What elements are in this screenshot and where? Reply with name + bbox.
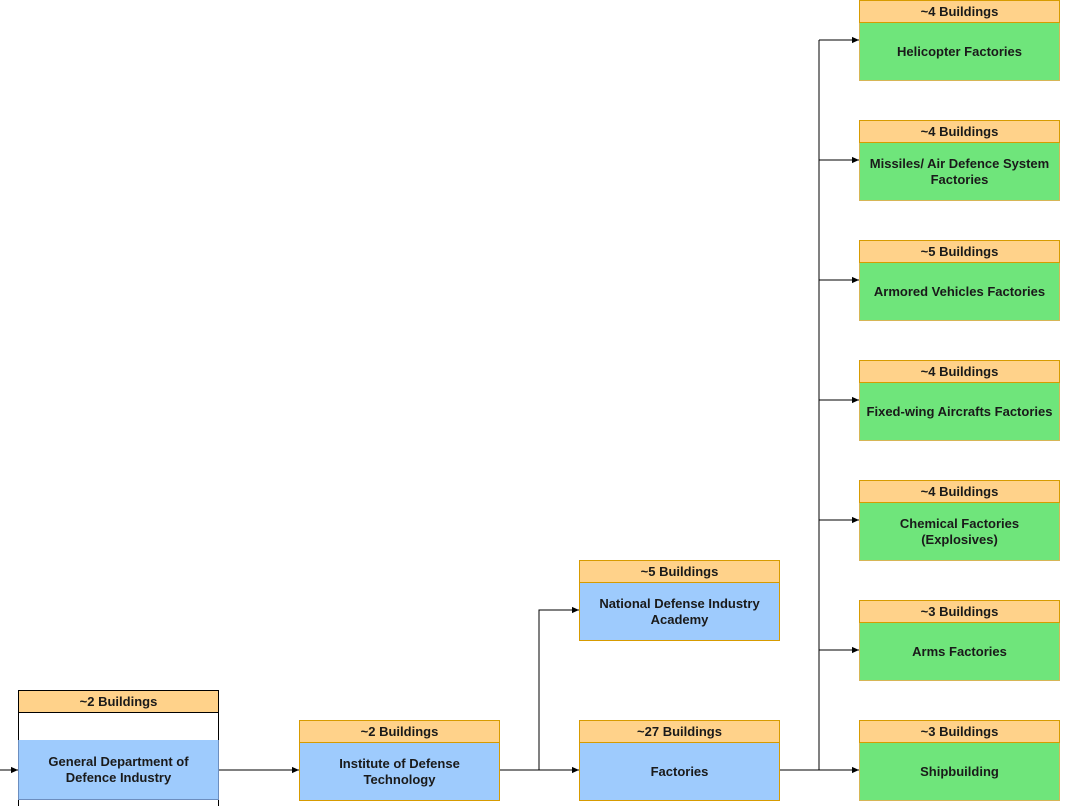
- node-chemical-factories[interactable]: ~4 Buildings Chemical Factories (Explosi…: [859, 480, 1060, 561]
- node-buildings-label: ~2 Buildings: [18, 690, 219, 713]
- node-national-defense-industry-academy[interactable]: ~5 Buildings National Defense Industry A…: [579, 560, 780, 641]
- node-missiles-air-defence-factories[interactable]: ~4 Buildings Missiles/ Air Defence Syste…: [859, 120, 1060, 201]
- node-armored-vehicles-factories[interactable]: ~5 Buildings Armored Vehicles Factories: [859, 240, 1060, 321]
- node-title: Helicopter Factories: [859, 23, 1060, 81]
- node-buildings-label: ~4 Buildings: [859, 120, 1060, 143]
- node-institute-defense-technology[interactable]: ~2 Buildings Institute of Defense Techno…: [299, 720, 500, 801]
- node-title: Armored Vehicles Factories: [859, 263, 1060, 321]
- node-buildings-label: ~4 Buildings: [859, 480, 1060, 503]
- node-title: Arms Factories: [859, 623, 1060, 681]
- node-title: General Department of Defence Industry: [18, 740, 219, 800]
- node-helicopter-factories[interactable]: ~4 Buildings Helicopter Factories: [859, 0, 1060, 81]
- node-title: Shipbuilding: [859, 743, 1060, 801]
- node-title: Institute of Defense Technology: [299, 743, 500, 801]
- node-buildings-label: ~5 Buildings: [859, 240, 1060, 263]
- node-buildings-label: ~4 Buildings: [859, 0, 1060, 23]
- node-buildings-label: ~3 Buildings: [859, 720, 1060, 743]
- node-buildings-label: ~2 Buildings: [299, 720, 500, 743]
- node-buildings-label: ~4 Buildings: [859, 360, 1060, 383]
- node-title: Chemical Factories (Explosives): [859, 503, 1060, 561]
- node-title: National Defense Industry Academy: [579, 583, 780, 641]
- node-spacer: [18, 800, 219, 806]
- node-arms-factories[interactable]: ~3 Buildings Arms Factories: [859, 600, 1060, 681]
- node-general-department[interactable]: ~2 Buildings General Department of Defen…: [18, 690, 219, 806]
- node-title: Fixed-wing Aircrafts Factories: [859, 383, 1060, 441]
- node-buildings-label: ~5 Buildings: [579, 560, 780, 583]
- node-buildings-label: ~27 Buildings: [579, 720, 780, 743]
- connector-idt-to-ndia: [538, 606, 579, 770]
- node-title: Factories: [579, 743, 780, 801]
- node-buildings-label: ~3 Buildings: [859, 600, 1060, 623]
- node-title: Missiles/ Air Defence System Factories: [859, 143, 1060, 201]
- node-shipbuilding[interactable]: ~3 Buildings Shipbuilding: [859, 720, 1060, 801]
- node-spacer: [18, 713, 219, 740]
- node-factories[interactable]: ~27 Buildings Factories: [579, 720, 780, 801]
- node-fixed-wing-aircrafts-factories[interactable]: ~4 Buildings Fixed-wing Aircrafts Factor…: [859, 360, 1060, 441]
